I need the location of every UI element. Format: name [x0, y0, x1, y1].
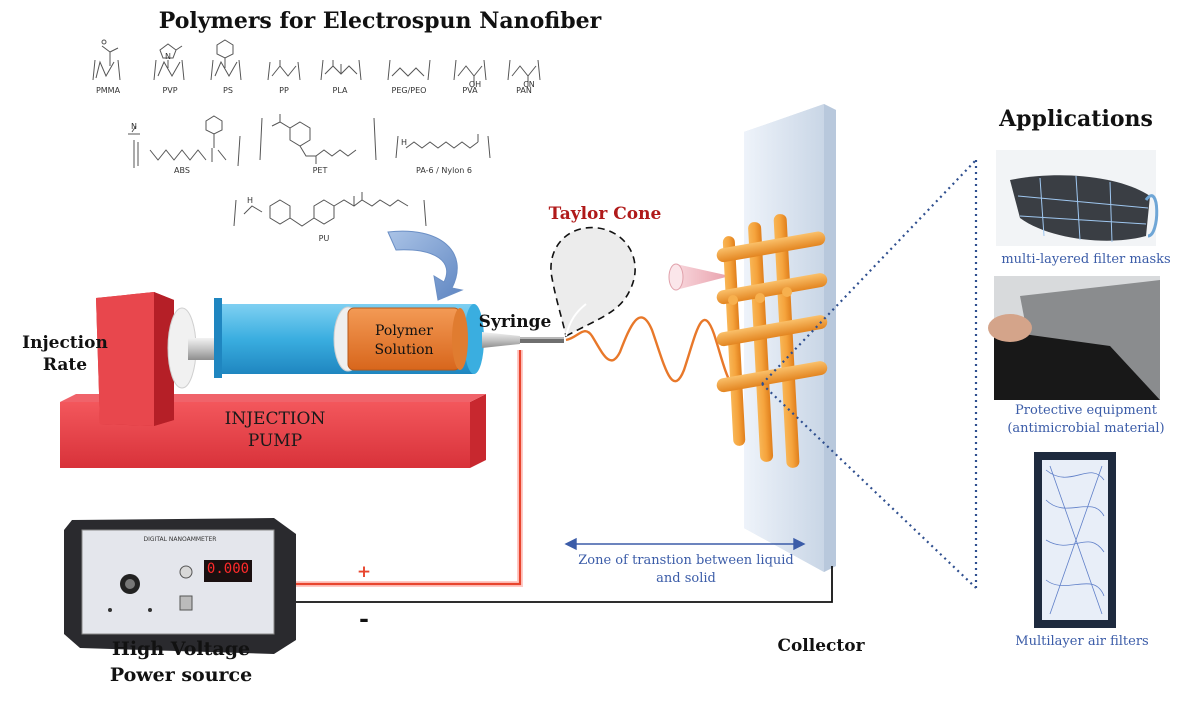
- nanofiber-mesh: [716, 214, 828, 468]
- spray-cone-icon: [668, 263, 730, 291]
- application-images: [988, 150, 1160, 628]
- zone-arrow: [564, 537, 806, 551]
- taylor-cone-label: Taylor Cone: [548, 204, 662, 224]
- pmma-structure: [92, 39, 121, 81]
- polymer-label-pan: PAN: [516, 86, 532, 95]
- polymer-label-pa6: PA-6 / Nylon 6: [416, 166, 472, 175]
- ps-structure: [210, 39, 242, 81]
- polymer-label-pet: PET: [312, 166, 328, 175]
- pet-structure: [259, 114, 377, 164]
- group-label-oh: OH: [468, 80, 482, 89]
- pu-structure: [233, 192, 427, 227]
- polymer-label-abs: ABS: [174, 166, 190, 175]
- pa6-structure: [395, 134, 491, 159]
- fiber-jet-wave: [565, 316, 742, 385]
- group-label-n-abs: N: [131, 122, 137, 131]
- collector-label: Collector: [777, 636, 865, 656]
- plus-sign: +: [356, 562, 372, 582]
- polymer-label-pmma: PMMA: [95, 86, 121, 95]
- syringe-label: Syringe: [478, 312, 552, 332]
- syringe: [188, 298, 564, 378]
- polymer-label-pla: PLA: [332, 86, 348, 95]
- minus-sign: -: [359, 604, 369, 633]
- polymer-label-ps: PS: [223, 86, 233, 95]
- page-title: Polymers for Electrospun Nanofiber: [158, 8, 602, 34]
- applications-title: Applications: [999, 106, 1153, 132]
- application-label-protective: Protective equipment (antimicrobial mate…: [1007, 403, 1165, 436]
- wires: [290, 350, 833, 603]
- polymer-label-pvp: PVP: [162, 86, 178, 95]
- pva-structure: [453, 59, 487, 86]
- zone-label: Zone of transtion between liquid and sol…: [578, 553, 794, 586]
- polymer-label-pu: PU: [318, 234, 330, 243]
- polymer-label-peg-peo: PEG/PEO: [391, 86, 427, 95]
- application-label-air-filters: Multilayer air filters: [1015, 634, 1149, 649]
- device-panel-label: DIGITAL NANOAMMETER: [143, 536, 217, 543]
- pp-structure: [267, 60, 301, 81]
- application-label-masks: multi-layered filter masks: [1001, 252, 1171, 267]
- group-label-cn: CN: [523, 80, 535, 89]
- pla-structure: [320, 59, 362, 81]
- group-label-nh-pu: H: [246, 196, 253, 205]
- group-label-nh-pa6: H: [400, 138, 407, 147]
- polymer-structures: [92, 39, 541, 227]
- group-label-n: N: [165, 52, 171, 61]
- peg-structure: [387, 59, 431, 81]
- high-voltage-label: High Voltage Power source: [109, 638, 253, 686]
- pvp-structure: [153, 43, 185, 81]
- injection-rate-label: Injection Rate: [22, 333, 108, 375]
- air-filter-image: [1034, 452, 1116, 628]
- polymer-label-pva: PVA: [462, 86, 478, 95]
- application-leader-lines: [761, 159, 978, 589]
- mask-image: [996, 150, 1159, 246]
- polymer-label-pp: PP: [279, 86, 289, 95]
- device-display: 0.000: [206, 561, 250, 577]
- curved-arrow-icon: [387, 230, 464, 301]
- injection-pump: [60, 292, 486, 468]
- abs-structure: [128, 115, 241, 168]
- injection-pump-label: INJECTION PUMP: [224, 409, 326, 451]
- power-supply: [64, 518, 296, 654]
- polymer-solution-label: Polymer Solution: [374, 323, 434, 358]
- taylor-cone-outline: [550, 226, 636, 338]
- fabric-image: [988, 276, 1160, 400]
- pan-structure: [507, 59, 541, 86]
